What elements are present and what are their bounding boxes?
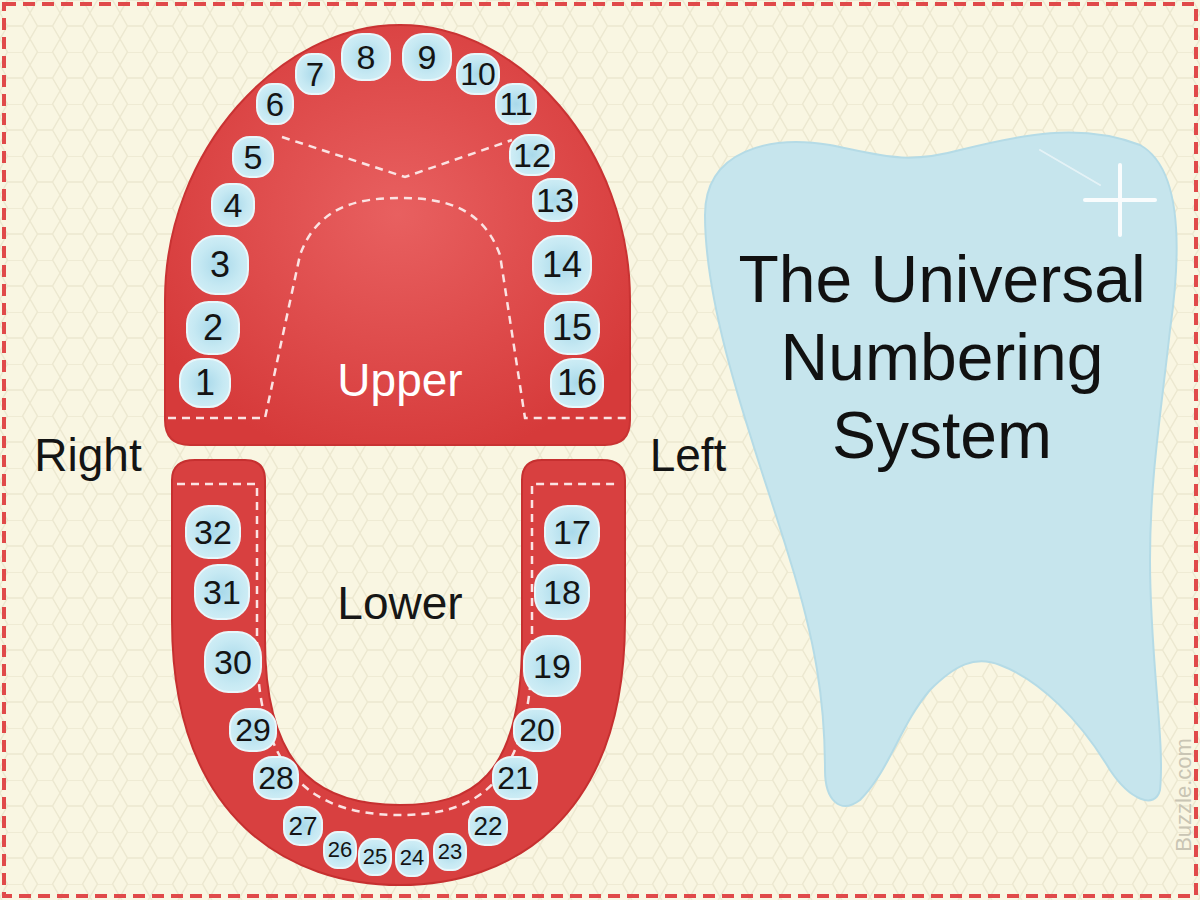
upper-arch: Upper12345678910111213141516 <box>160 20 635 450</box>
side-label: Left <box>650 432 727 478</box>
tooth-number: 15 <box>552 310 592 346</box>
tooth-number: 6 <box>266 88 284 121</box>
tooth-number: 23 <box>438 841 462 863</box>
side-label: Right <box>34 432 141 478</box>
tooth-number: 30 <box>214 645 252 679</box>
lower-arch: Lower 17 18 19 20 21 22 23 24 25 26 27 28 29 30 31 32 <box>165 455 630 890</box>
tooth: 11 <box>495 83 537 125</box>
tooth: 14 <box>532 235 592 295</box>
arch-label: Lower <box>337 580 462 626</box>
tooth-number: 11 <box>499 88 532 120</box>
tooth-number: 28 <box>258 762 294 794</box>
tooth: 9 <box>402 33 452 81</box>
tooth-number: 17 <box>553 515 591 549</box>
tooth: 24 <box>395 839 429 877</box>
tooth: 31 <box>194 564 250 620</box>
tooth: 26 <box>323 831 357 869</box>
arch-label: Upper <box>337 357 462 403</box>
watermark: Buzzle.com <box>1173 738 1195 852</box>
tooth: 2 <box>186 301 240 355</box>
tooth-number: 2 <box>203 310 223 346</box>
tooth-number: 18 <box>543 575 581 609</box>
tooth-number: 9 <box>418 40 437 74</box>
tooth: 29 <box>229 708 277 752</box>
tooth: 6 <box>256 83 294 125</box>
tooth-number: 20 <box>519 714 555 746</box>
tooth: 18 <box>534 564 590 620</box>
tooth-number: 16 <box>557 365 597 401</box>
tooth: 8 <box>341 33 391 81</box>
tooth: 19 <box>523 635 581 697</box>
tooth: 23 <box>433 833 467 871</box>
tooth-number: 4 <box>224 188 243 222</box>
tooth: 4 <box>211 183 255 227</box>
tooth-number: 3 <box>210 247 230 283</box>
title-text: The Universal Numbering System <box>727 240 1157 474</box>
tooth: 15 <box>544 301 600 355</box>
tooth-number: 26 <box>328 839 352 861</box>
tooth-number: 31 <box>203 575 241 609</box>
tooth: 1 <box>179 358 231 408</box>
tooth-number: 24 <box>400 847 424 869</box>
tooth: 21 <box>492 756 538 800</box>
tooth-number: 14 <box>542 247 582 283</box>
tooth-number: 19 <box>533 649 571 683</box>
tooth: 3 <box>191 235 249 295</box>
tooth-number: 8 <box>357 40 376 74</box>
tooth: 16 <box>550 358 604 408</box>
big-tooth: The Universal Numbering System <box>700 120 1180 810</box>
tooth: 13 <box>532 178 578 222</box>
tooth-number: 25 <box>363 846 387 868</box>
tooth-number: 27 <box>289 813 318 839</box>
tooth: 30 <box>204 631 262 693</box>
tooth-number: 22 <box>474 813 503 839</box>
tooth-number: 7 <box>306 58 324 91</box>
tooth-number: 1 <box>195 365 215 401</box>
tooth: 25 <box>358 838 392 876</box>
tooth-number: 5 <box>244 140 263 174</box>
tooth: 20 <box>513 708 561 752</box>
tooth-number: 10 <box>460 58 496 90</box>
tooth: 28 <box>253 756 299 800</box>
tooth: 12 <box>509 134 555 176</box>
tooth: 10 <box>456 53 500 95</box>
tooth: 5 <box>232 136 274 178</box>
tooth-number: 13 <box>536 183 574 217</box>
tooth: 32 <box>185 505 241 559</box>
tooth-number: 32 <box>194 515 232 549</box>
tooth-number: 12 <box>513 138 551 172</box>
tooth: 17 <box>544 505 600 559</box>
tooth: 27 <box>283 806 323 846</box>
tooth-number: 21 <box>497 762 533 794</box>
tooth-number: 29 <box>235 714 271 746</box>
tooth: 22 <box>468 806 508 846</box>
tooth: 7 <box>295 53 335 95</box>
